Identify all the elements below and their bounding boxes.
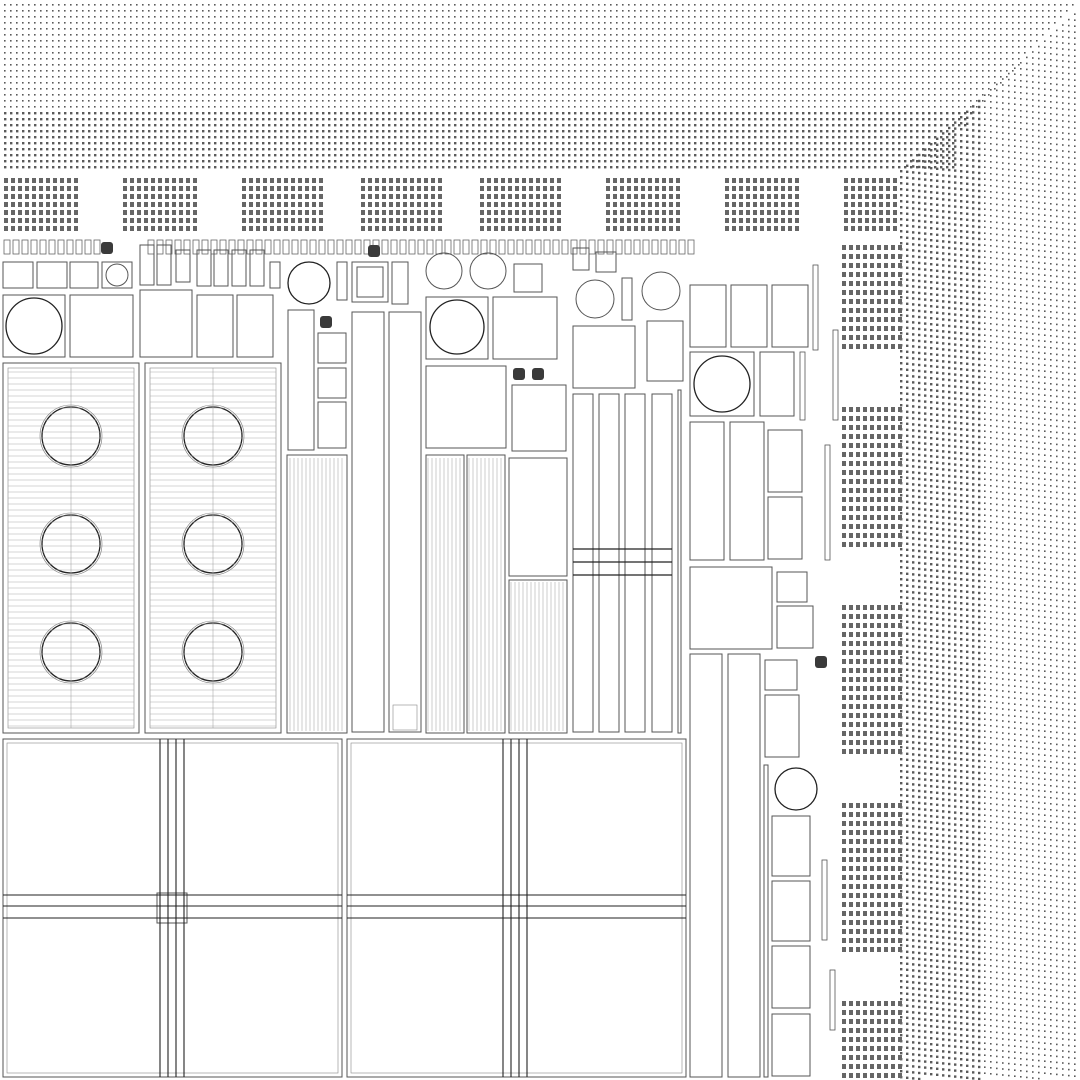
dotted-border-field (4, 4, 1076, 1080)
vertical-stripe-island (289, 458, 564, 731)
quad-cross-bars (3, 739, 686, 1077)
small-island-row (3, 239, 695, 255)
bottom-quad-left (2, 738, 343, 1078)
top-left-island-cluster (2, 244, 281, 358)
panel-radial-lines (8, 368, 276, 728)
bottom-quad-right (346, 738, 687, 1078)
horizontal-crossbars (573, 548, 672, 576)
center-column-islands (286, 261, 422, 734)
right-column-islands (677, 284, 818, 1078)
dark-blob-markers (101, 242, 827, 668)
narrow-strip-islands (799, 264, 839, 1031)
middle-right-islands (425, 247, 684, 734)
